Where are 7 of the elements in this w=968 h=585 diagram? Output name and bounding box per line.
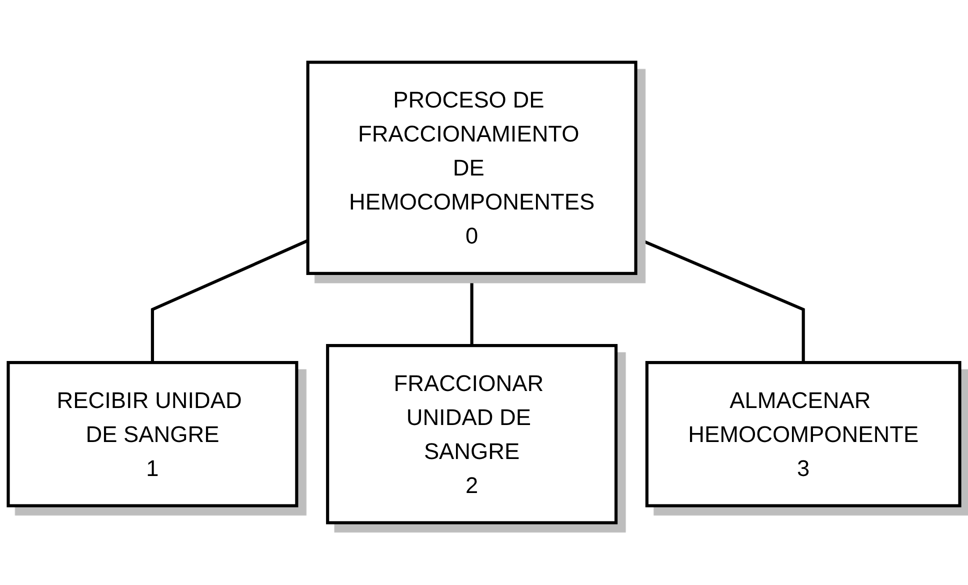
node-box: PROCESO DE FRACCIONAMIENTO DE HEMOCOMPONENTES 0	[306, 60, 638, 275]
node-box: ALMACENAR HEMOCOMPONENTE 3	[645, 361, 962, 508]
connector	[150, 239, 308, 363]
node-box: RECIBIR UNIDAD DE SANGRE 1	[6, 361, 298, 508]
connector	[635, 236, 805, 363]
node-box: FRACCIONAR UNIDAD DE SANGRE 2	[326, 344, 618, 524]
connector	[470, 273, 474, 346]
